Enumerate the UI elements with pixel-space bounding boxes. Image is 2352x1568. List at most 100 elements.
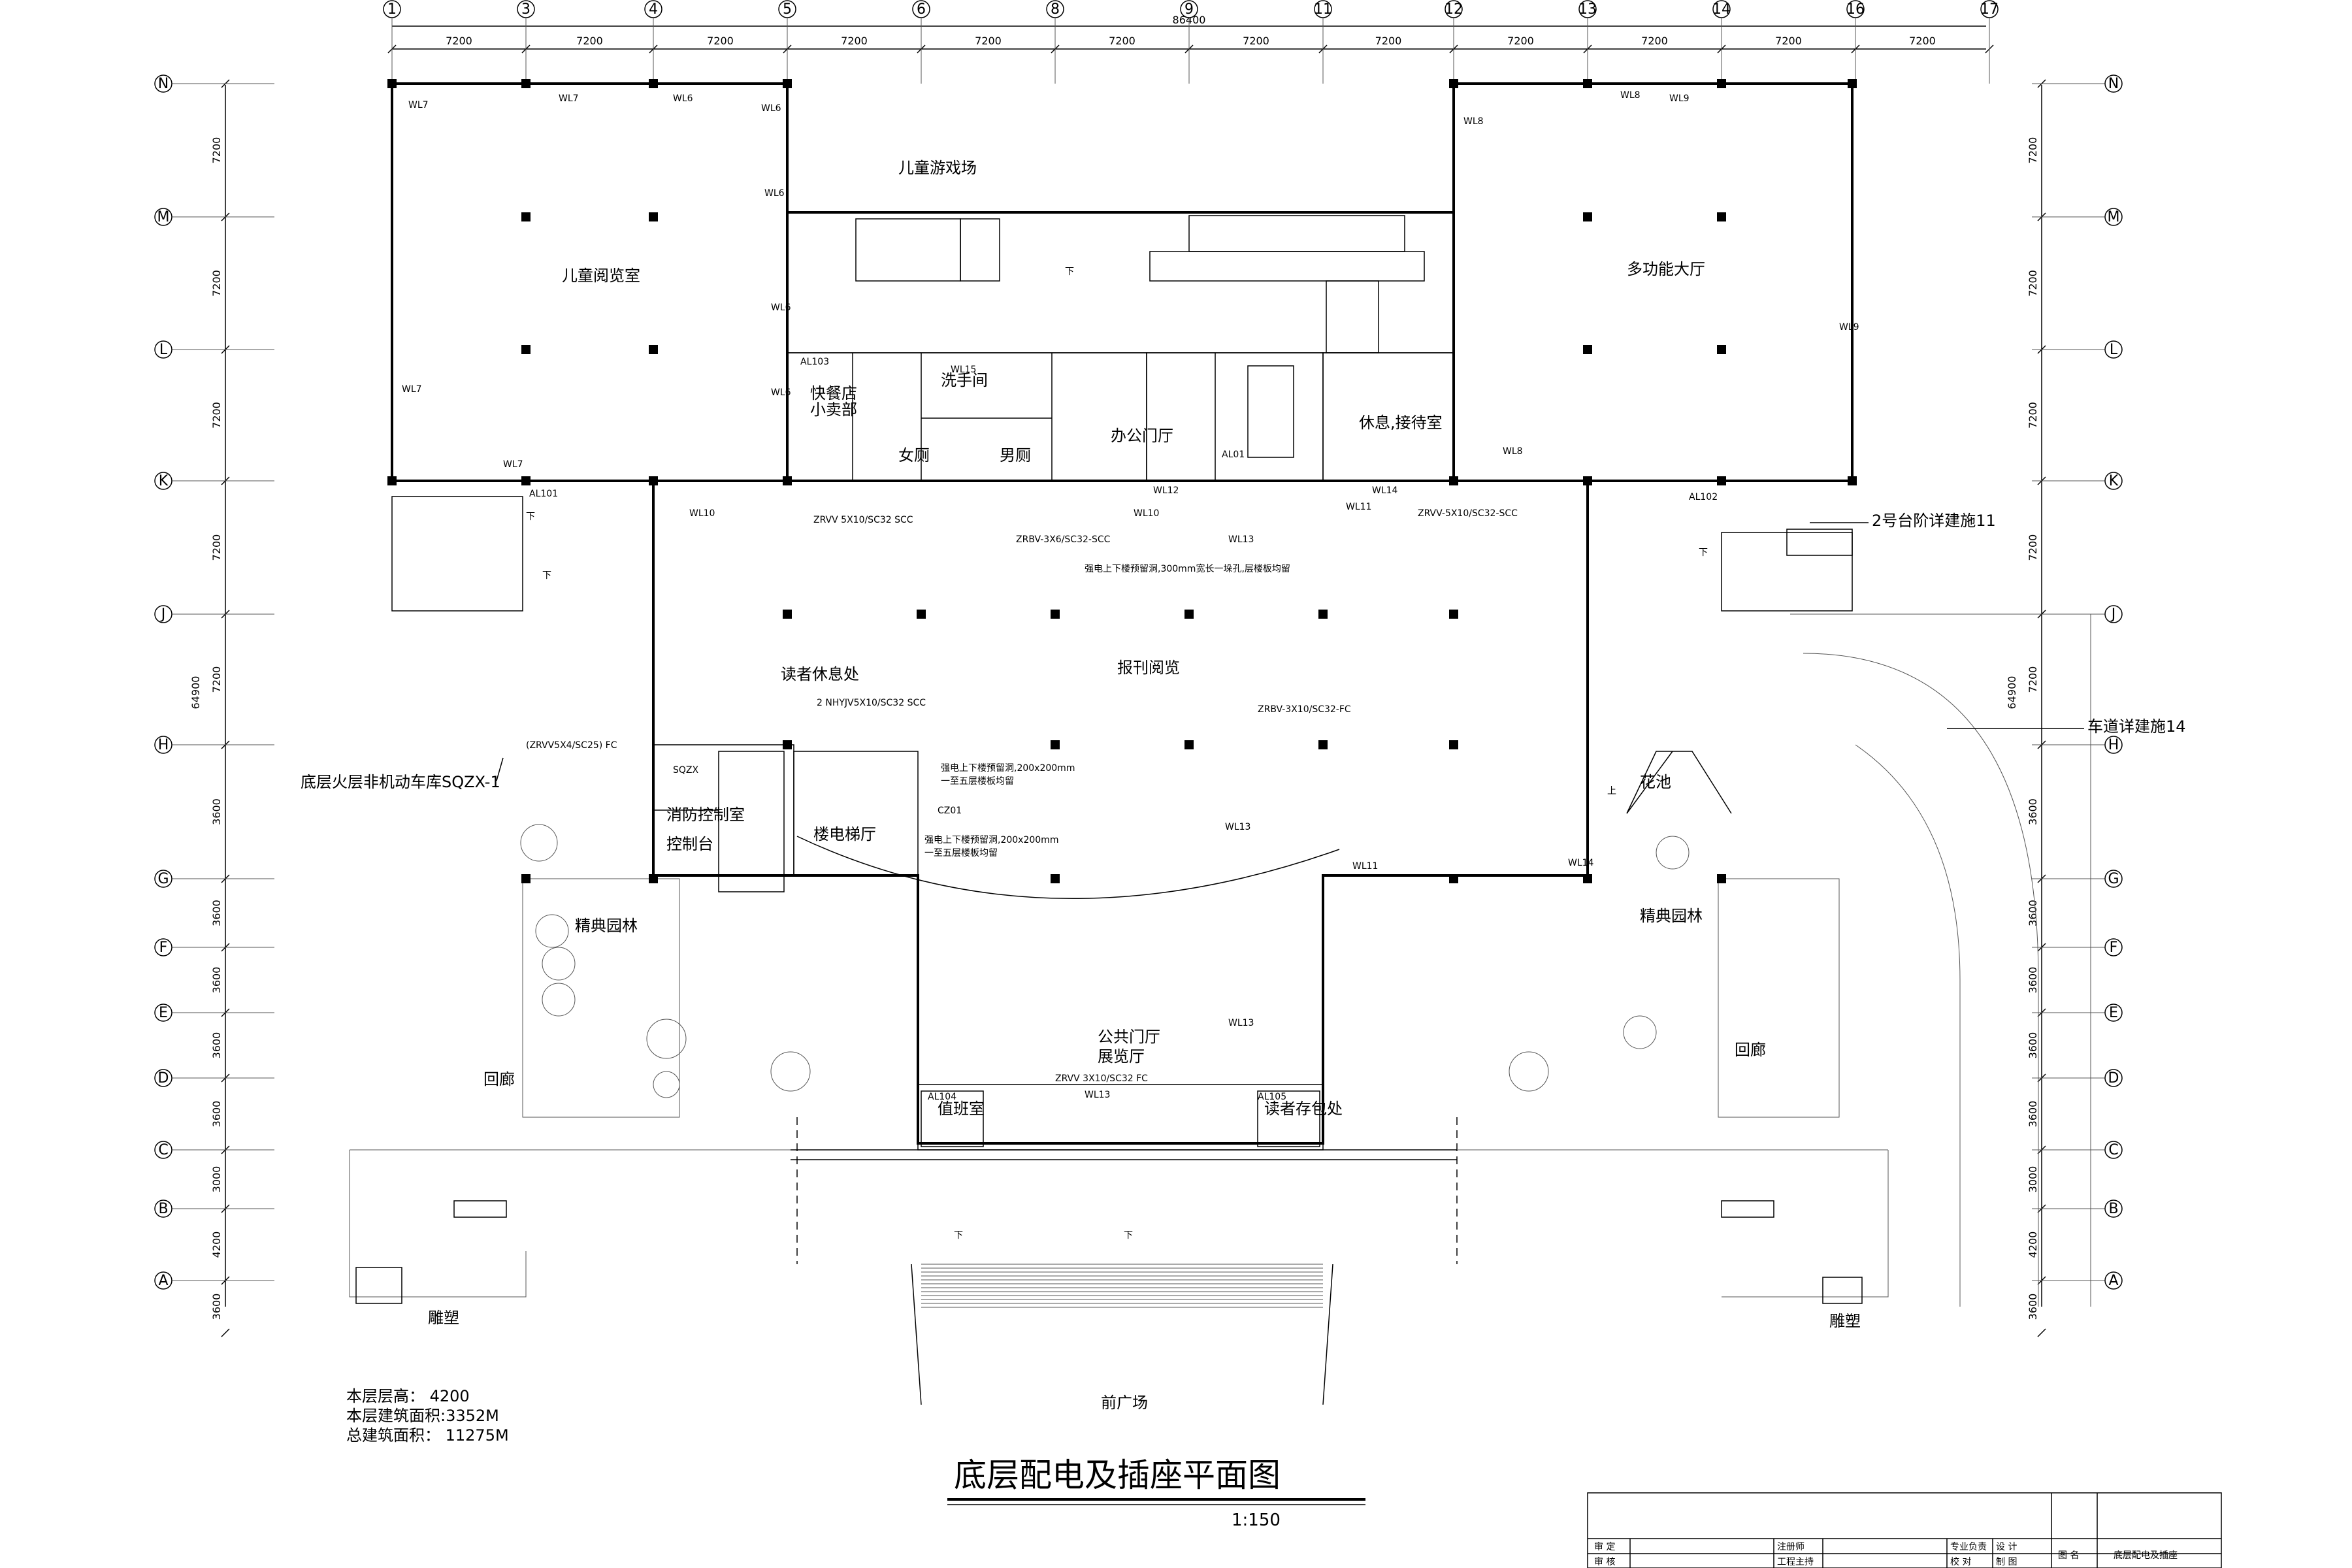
row-axis-label: G: [2108, 871, 2119, 887]
svg-text:WL6: WL6: [771, 302, 791, 313]
top-dimension-value: 7200: [1375, 35, 1402, 47]
panel-tag: AL102: [1689, 492, 1718, 502]
row-axis-G: G: [154, 870, 274, 888]
panel-tags: AL101 AL102 AL103 AL104 AL105 AL01 SQZX …: [529, 357, 1718, 1102]
top-dimension-value: 7200: [446, 35, 472, 47]
left-dimension-value: 4200: [210, 1232, 223, 1258]
room-corridor-left: 回廊: [483, 1070, 515, 1088]
svg-text:WL14: WL14: [1568, 858, 1594, 868]
cable-label: 2 NHYJV5X10/SC32 SCC: [817, 698, 926, 708]
structural-columns: [387, 79, 1857, 883]
left-dimension-total: 64900: [189, 676, 202, 710]
top-dimension-value: 7200: [1909, 35, 1936, 47]
svg-text:WL6: WL6: [761, 103, 781, 114]
cable-label: ZRBV-3X10/SC32-FC: [1258, 704, 1351, 715]
column-axis-6: 6: [912, 0, 930, 84]
room-garden-left: 精典园林: [575, 917, 638, 935]
svg-text:WL7: WL7: [503, 459, 523, 470]
cable-labels: ZRVV 5X10/SC32 SCC ZRBV-3X6/SC32-SCC ZRV…: [526, 508, 1518, 1084]
left-dimension-value: 4200: [2027, 1232, 2039, 1258]
top-dimension-value: 7200: [1243, 35, 1269, 47]
svg-text:下: 下: [1124, 1230, 1133, 1241]
circuit-tags: WL7 WL7 WL6 WL6 WL6 WL6 WL6 WL7 WL7 WL10…: [402, 90, 1859, 1100]
left-dimension-value: 3600: [210, 1101, 223, 1128]
cable-label: (ZRVV5X4/SC25) FC: [526, 740, 617, 751]
row-axis-label: L: [159, 342, 168, 358]
left-dimension-value: 3600: [2027, 798, 2039, 825]
row-axis-label: N: [2108, 76, 2119, 92]
row-axis-L: L: [154, 340, 274, 359]
cable-label: ZRVV 3X10/SC32 FC: [1055, 1073, 1148, 1084]
row-axis-label: E: [2109, 1005, 2118, 1021]
row-axis-C: C: [154, 1141, 274, 1159]
column-axis-11: 11: [1314, 0, 1332, 84]
row-axis-B: B: [2032, 1200, 2123, 1218]
left-dimension-value: 3600: [2027, 1032, 2039, 1059]
column-axis-label: 16: [1846, 1, 1865, 18]
left-dimension-value: 3000: [2027, 1166, 2039, 1193]
column-axis-label: 13: [1578, 1, 1597, 18]
row-axis-D: D: [154, 1069, 274, 1087]
left-dimension-value: 3600: [2027, 1294, 2039, 1320]
room-garden-right: 精典园林: [1640, 907, 1703, 925]
room-corridor-right: 回廊: [1735, 1041, 1766, 1059]
svg-text:WL11: WL11: [1352, 861, 1378, 872]
svg-text:WL6: WL6: [771, 387, 791, 398]
cable-note: 一至五层楼板均留: [941, 776, 1014, 787]
svg-text:WL7: WL7: [408, 100, 429, 110]
row-axis-G: G: [2032, 870, 2123, 888]
row-axis-N: N: [2032, 74, 2123, 93]
room-children-playground: 儿童游戏场: [898, 159, 977, 177]
row-axis-label: D: [2108, 1070, 2119, 1086]
left-dimension-value: 7200: [210, 270, 223, 297]
column-axis-label: 6: [917, 1, 926, 18]
svg-text:下: 下: [526, 512, 535, 522]
svg-text:WL8: WL8: [1463, 116, 1484, 127]
cable-label: ZRVV 5X10/SC32 SCC: [813, 515, 913, 525]
left-dimension-value: 3600: [210, 900, 223, 926]
room-exhibition-hall: 展览厅: [1098, 1047, 1145, 1066]
column-axis-label: 4: [649, 1, 658, 18]
column-axis-label: 17: [1980, 1, 1999, 18]
row-axis-M: M: [154, 208, 274, 226]
top-dimension-value: 7200: [841, 35, 868, 47]
svg-text:审 核: 审 核: [1594, 1557, 1615, 1567]
left-dimension-line: 7200720072007200720036003600360036003600…: [189, 79, 2046, 1337]
row-axis-H: H: [154, 736, 274, 754]
svg-text:审 定: 审 定: [1594, 1542, 1615, 1552]
stair-marks: 下 下 下 下 下 下 上: [526, 267, 1708, 1241]
row-axis-label: M: [2108, 209, 2120, 225]
row-axis-E: E: [154, 1004, 274, 1022]
row-axis-label: J: [2110, 606, 2116, 623]
callout-driveway: 车道详建施14: [2087, 717, 2186, 736]
left-dimension-value: 3600: [210, 967, 223, 994]
left-dimension-value: 3600: [210, 798, 223, 825]
column-axis-label: 5: [783, 1, 792, 18]
left-dimension-value: 7200: [2027, 270, 2039, 297]
row-axis-K: K: [2032, 472, 2123, 490]
cable-label: ZRBV-3X6/SC32-SCC: [1016, 534, 1111, 545]
row-axis-label: H: [2108, 737, 2119, 753]
row-axis-E: E: [2032, 1004, 2123, 1022]
left-dimension-value: 7200: [2027, 534, 2039, 561]
panel-tag: AL104: [928, 1092, 956, 1102]
row-axis-label: K: [159, 473, 169, 489]
left-dimension-value: 7200: [210, 137, 223, 164]
building-walls: [349, 82, 2091, 1405]
svg-text:WL13: WL13: [1225, 822, 1250, 832]
cable-note: 强电上下楼预留洞,200x200mm: [924, 835, 1058, 845]
room-multifunction-hall: 多功能大厅: [1627, 260, 1705, 278]
room-public-lobby: 公共门厅: [1098, 1028, 1160, 1046]
room-female-toilet: 女厕: [898, 446, 930, 465]
cable-note: 强电上下楼预留洞,200x200mm: [941, 763, 1075, 774]
row-axis-label: J: [160, 606, 166, 623]
svg-text:底层配电及插座: 底层配电及插座: [2114, 1550, 2178, 1561]
column-axis-8: 8: [1046, 0, 1064, 84]
row-axis-label: L: [2110, 342, 2118, 358]
svg-text:WL7: WL7: [559, 93, 579, 104]
svg-text:WL13: WL13: [1228, 534, 1254, 545]
row-axis-J: J: [154, 605, 274, 623]
room-stair-elevator-hall: 楼电梯厅: [813, 825, 876, 843]
